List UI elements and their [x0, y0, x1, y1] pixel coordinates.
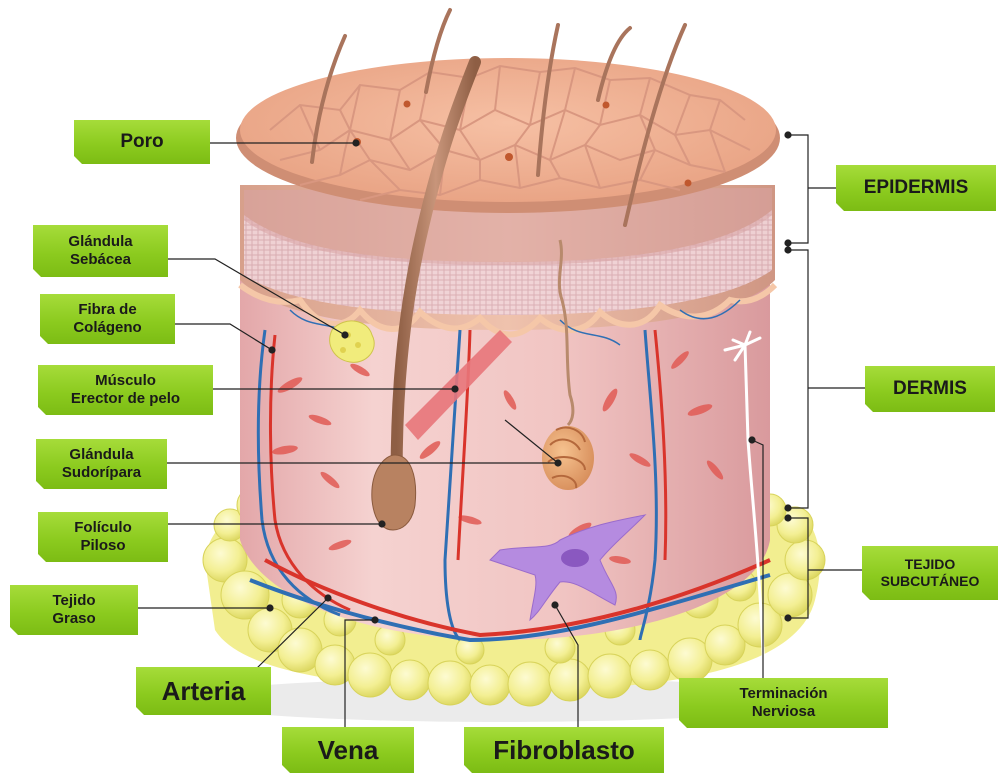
label-tejido-graso-line2: Graso	[52, 610, 95, 628]
label-arteria-text: Arteria	[162, 676, 246, 707]
label-tejido-graso: Tejido Graso	[10, 585, 138, 635]
label-glandula-sudoripara: Glándula Sudorípara	[36, 439, 167, 489]
label-epidermis-text: EPIDERMIS	[864, 177, 969, 199]
sebaceous-gland-shape	[330, 321, 375, 362]
label-tejido-subcutaneo: TEJIDO SUBCUTÁNEO	[862, 546, 998, 600]
label-glandula-sebacea: Glándula Sebácea	[33, 225, 168, 277]
label-glandula-sebacea-line1: Glándula	[68, 233, 132, 251]
label-fibra-colageno: Fibra de Colágeno	[40, 294, 175, 344]
label-dermis: DERMIS	[865, 366, 995, 412]
label-dermis-text: DERMIS	[893, 378, 967, 400]
label-musculo-erector-line1: Músculo	[95, 372, 156, 390]
label-fibra-colageno-line2: Colágeno	[73, 319, 141, 337]
label-foliculo-piloso: Folículo Piloso	[38, 512, 168, 562]
label-foliculo-piloso-line1: Folículo	[74, 519, 132, 537]
label-poro-text: Poro	[120, 131, 163, 153]
label-terminacion-nerviosa: Terminación Nerviosa	[679, 678, 888, 728]
label-glandula-sebacea-line2: Sebácea	[70, 251, 131, 269]
label-fibroblasto-text: Fibroblasto	[493, 735, 635, 766]
label-musculo-erector-line2: Erector de pelo	[71, 390, 180, 408]
label-poro: Poro	[74, 120, 210, 164]
label-vena: Vena	[282, 727, 414, 773]
label-fibroblasto: Fibroblasto	[464, 727, 664, 773]
label-tejido-subcutaneo-line2: SUBCUTÁNEO	[881, 573, 980, 590]
label-vena-text: Vena	[318, 735, 379, 766]
label-arteria: Arteria	[136, 667, 271, 715]
label-fibra-colageno-line1: Fibra de	[78, 301, 136, 319]
label-terminacion-nerviosa-line2: Nerviosa	[752, 703, 815, 721]
label-glandula-sudoripara-line2: Sudorípara	[62, 464, 141, 482]
label-tejido-subcutaneo-line1: TEJIDO	[905, 556, 956, 573]
label-epidermis: EPIDERMIS	[836, 165, 996, 211]
label-musculo-erector: Músculo Erector de pelo	[38, 365, 213, 415]
label-glandula-sudoripara-line1: Glándula	[69, 446, 133, 464]
label-foliculo-piloso-line2: Piloso	[80, 537, 125, 555]
label-terminacion-nerviosa-line1: Terminación	[739, 685, 827, 703]
label-tejido-graso-line1: Tejido	[52, 592, 95, 610]
